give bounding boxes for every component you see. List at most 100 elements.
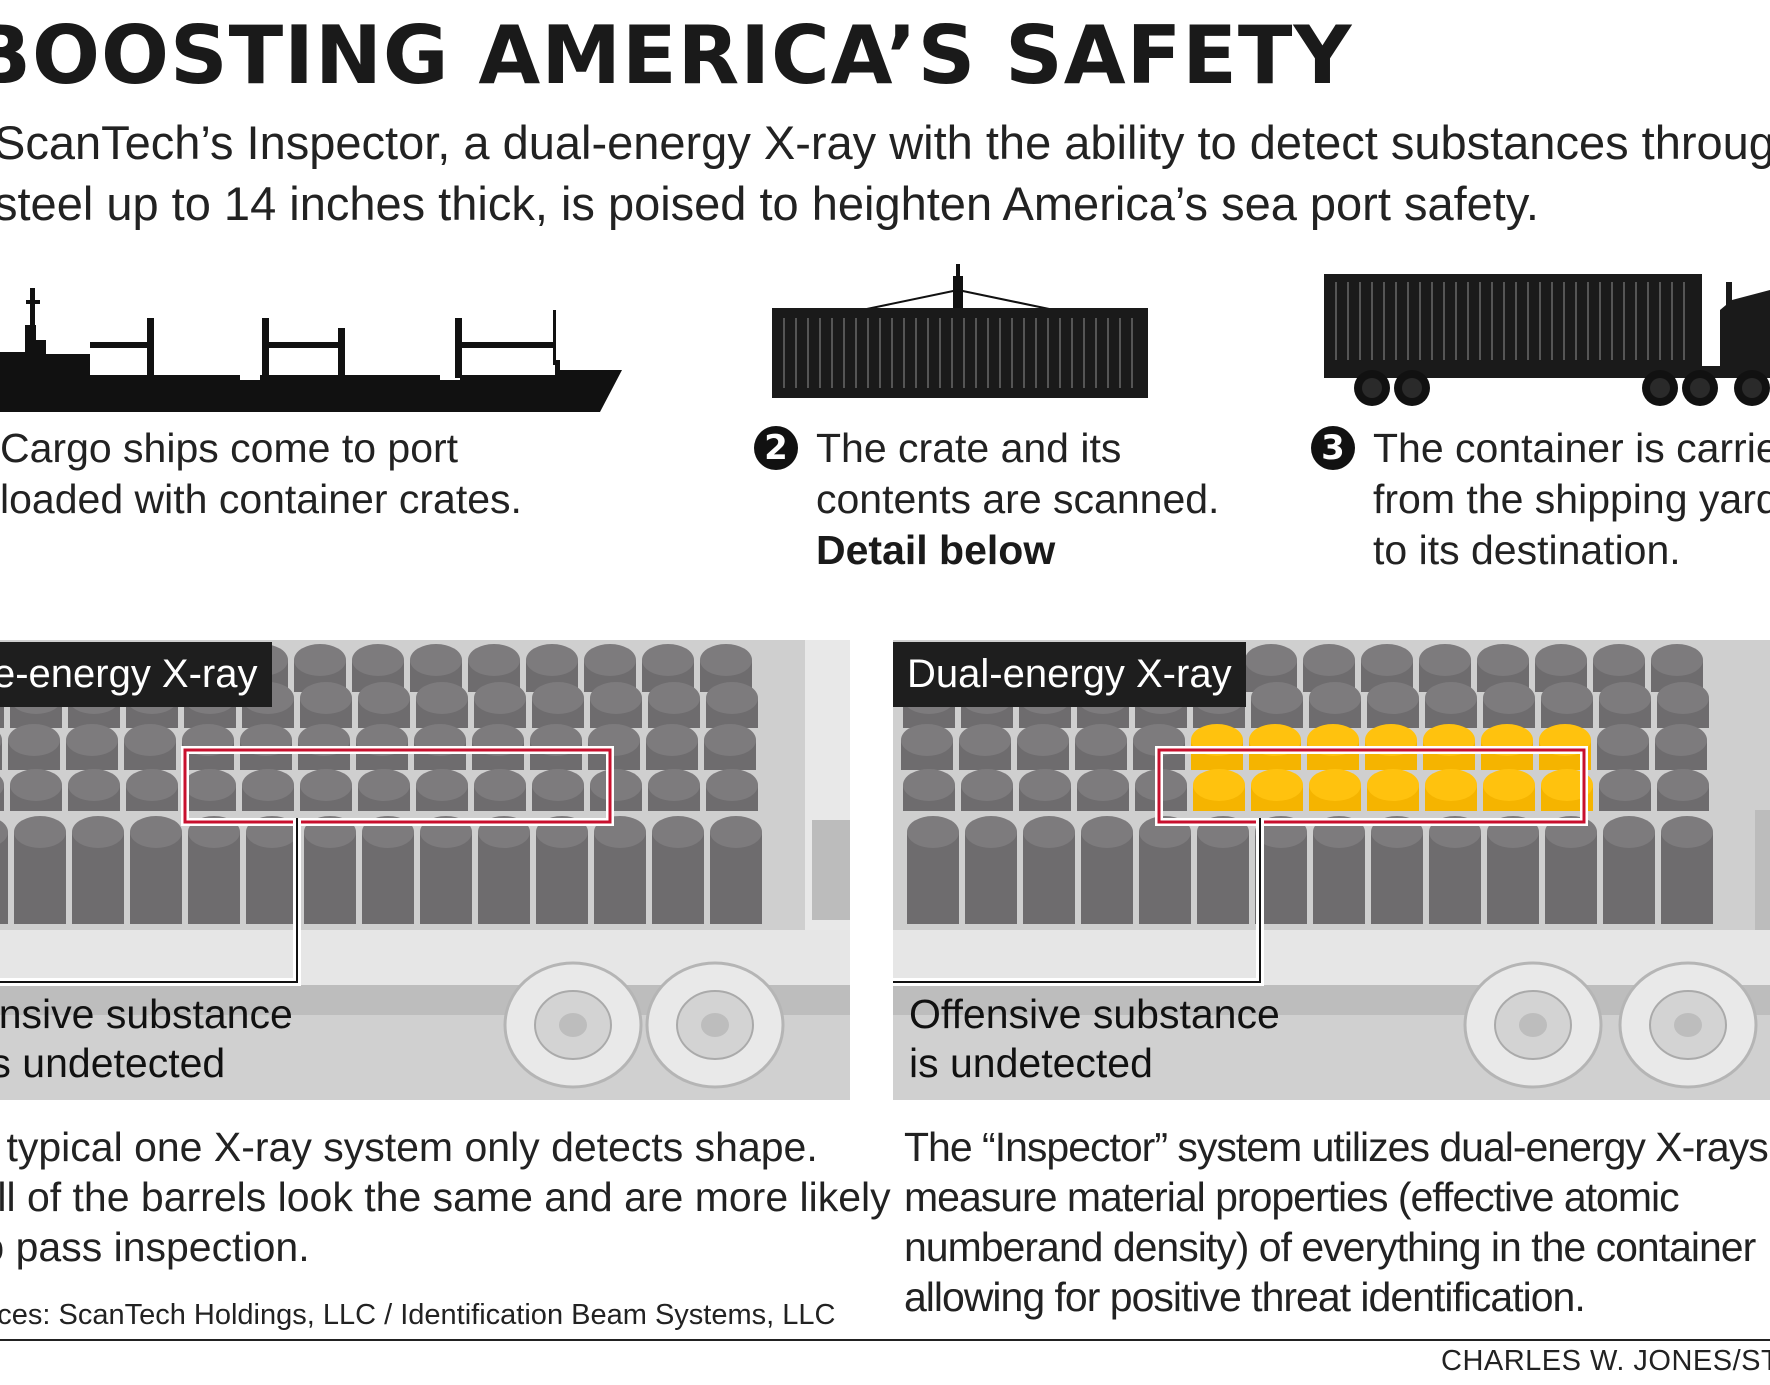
barrel-top [1483, 682, 1535, 714]
barrel-top [72, 816, 124, 848]
barrel-top [1019, 769, 1071, 801]
step-3-caption: 3 The container is carried from the ship… [1311, 423, 1770, 576]
barrel-top [1367, 769, 1419, 801]
barrel-top [0, 733, 2, 747]
barrel-top [648, 682, 700, 714]
barrel-top [14, 816, 66, 848]
graphic-credit: CHARLES W. JONES/STAFF [1441, 1345, 1770, 1377]
barrel-top [1593, 644, 1645, 676]
barrel [0, 740, 2, 770]
barrel-top [1303, 644, 1355, 676]
barrel-top [66, 724, 118, 756]
barrel-top [1661, 816, 1713, 848]
barrel [0, 785, 4, 811]
barrel-top [704, 724, 756, 756]
barrel-top [1603, 816, 1655, 848]
barrel-top [652, 816, 704, 848]
barrel-top [300, 682, 352, 714]
barrel-top [294, 644, 346, 676]
dual-energy-label: Dual-energy X-ray [893, 642, 1246, 707]
barrel-top [965, 816, 1017, 848]
step-2-caption: 2 The crate and its contents are scanned… [754, 423, 1219, 576]
barrel-top [474, 769, 526, 801]
barrel-top [907, 816, 959, 848]
barrel-top [468, 644, 520, 676]
source-note: Sources: ScanTech Holdings, LLC / Identi… [0, 1299, 836, 1331]
barrel-top [1193, 769, 1245, 801]
barrel-top [474, 682, 526, 714]
barrel-top [1075, 724, 1127, 756]
barrel-top [1419, 644, 1471, 676]
single-energy-description: A typical one X-ray system only detects … [0, 1124, 891, 1270]
step-1-caption: 1 Cargo ships come to port loaded with c… [0, 423, 522, 525]
barrel-top [1309, 769, 1361, 801]
barrel-top [1425, 682, 1477, 714]
barrel-top [1245, 644, 1297, 676]
barrel-top [1657, 682, 1709, 714]
barrel-top [526, 644, 578, 676]
semi-truck-icon [1324, 274, 1770, 406]
container-crate-icon [772, 264, 1148, 398]
barrel-top [642, 644, 694, 676]
step-2-line: The crate and its [816, 425, 1122, 471]
step-1-line: loaded with container crates. [0, 476, 522, 522]
barrel-top [8, 724, 60, 756]
single-energy-callout: Offensive substance goes undetected [0, 991, 293, 1086]
barrel-top [648, 769, 700, 801]
barrel-top [1477, 644, 1529, 676]
barrel-top [10, 769, 62, 801]
barrel-top [1483, 769, 1535, 801]
step-2-detail-link: Detail below [816, 527, 1056, 573]
barrel-top [1599, 682, 1651, 714]
barrel-top [416, 769, 468, 801]
dual-energy-panel: Dual-energy X-ray Offensive substance is… [893, 640, 1770, 1100]
barrel-top [1077, 769, 1129, 801]
barrel [0, 832, 8, 924]
barrel-top [590, 769, 642, 801]
barrel-top [584, 644, 636, 676]
barrel-top [416, 682, 468, 714]
barrel-top [901, 724, 953, 756]
intro-text: ScanTech’s Inspector, a dual-energy X-ra… [0, 112, 1770, 234]
barrel-top [1655, 724, 1707, 756]
barrel-top [1251, 769, 1303, 801]
step-2-line: contents are scanned. [816, 476, 1220, 522]
barrel-top [532, 769, 584, 801]
barrel-top [1599, 769, 1651, 801]
barrel-top [700, 644, 752, 676]
barrel-top [1535, 644, 1587, 676]
barrel-top [1017, 724, 1069, 756]
barrel-top [1651, 644, 1703, 676]
page-title: BOOSTING AMERICA’S SAFETY [0, 9, 1353, 102]
barrel-top [126, 769, 178, 801]
barrel-top [1309, 682, 1361, 714]
barrel-top [358, 682, 410, 714]
intro-line: steel up to 14 inches thick, is poised t… [0, 177, 1539, 230]
barrel [0, 698, 4, 728]
barrel-top [68, 769, 120, 801]
barrel-top [1361, 644, 1413, 676]
dual-energy-description: The “Inspector” system utilizes dual-ene… [904, 1124, 1770, 1320]
barrel-top [1023, 816, 1075, 848]
barrel-top [1425, 769, 1477, 801]
barrel-top [706, 769, 758, 801]
barrel-top [646, 724, 698, 756]
cargo-ship-icon [0, 288, 622, 412]
barrel-top [0, 820, 8, 844]
barrel-top [590, 682, 642, 714]
footer-rule [0, 1339, 1770, 1341]
trailer-wheels [1463, 961, 1758, 1089]
barrel-top [358, 769, 410, 801]
step-3-line: from the shipping yard [1373, 476, 1770, 522]
barrel-top [352, 644, 404, 676]
barrel-top [1541, 682, 1593, 714]
barrel-top [0, 776, 4, 794]
barrel-top [1251, 682, 1303, 714]
trailer-wheels [503, 961, 785, 1089]
barrel-top [124, 724, 176, 756]
intro-line: ScanTech’s Inspector, a dual-energy X-ra… [0, 116, 1770, 169]
barrel-top [961, 769, 1013, 801]
barrel-top [710, 816, 762, 848]
step-1-line: Cargo ships come to port [0, 425, 459, 471]
barrel-top [242, 769, 294, 801]
